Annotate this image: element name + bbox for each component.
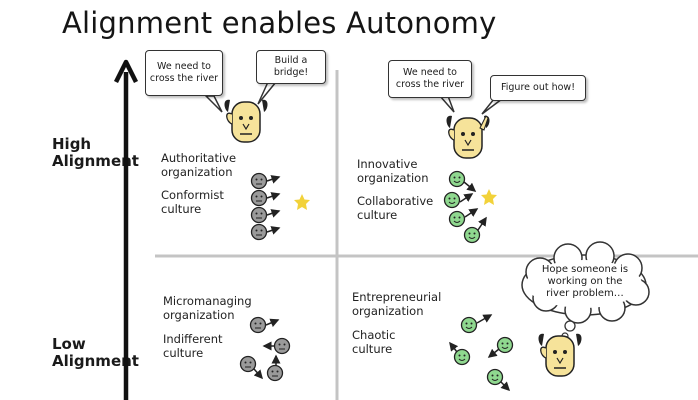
- bubble-tail-tl-2: [257, 81, 278, 105]
- top-right-org-label: Innovative organization: [357, 157, 429, 185]
- green-face-group-bottom-right: [449, 314, 514, 392]
- low-alignment-label: Low Alignment: [52, 335, 139, 370]
- boss-head-top-left: [224, 99, 268, 143]
- star-icon-top-right: [481, 189, 497, 205]
- high-alignment-label: High Alignment: [52, 135, 139, 170]
- bubble-tail-tr-1: [438, 95, 455, 113]
- speech-bubble-cross-river-top-right: We need to cross the river: [388, 60, 472, 98]
- speech-bubble-build-bridge: Build a bridge!: [256, 50, 326, 84]
- bottom-right-culture-label: Chaotic culture: [352, 328, 396, 356]
- diagram-title: Alignment enables Autonomy: [62, 6, 497, 40]
- speech-bubble-cross-river-top-left: We need to cross the river: [145, 50, 223, 96]
- bubble-tail-tr-2: [481, 98, 505, 115]
- bubble-tail-tl-1: [204, 95, 223, 113]
- bottom-right-org-label: Entrepreneurial organization: [352, 290, 442, 318]
- boss-head-top-right: [446, 115, 490, 159]
- star-icon-top-left: [294, 194, 310, 210]
- grey-face-group-bottom-left: [239, 316, 291, 382]
- pointing-hand-icon: [479, 115, 489, 131]
- green-face-group-top-right: [443, 170, 487, 244]
- boss-head-bottom-right: [538, 333, 582, 377]
- top-left-culture-label: Conformist culture: [161, 188, 224, 216]
- thought-cloud: [521, 241, 650, 340]
- thought-cloud-text: Hope someone is working on the river pro…: [541, 264, 629, 299]
- grey-face-group-top-left: [250, 172, 281, 241]
- speech-bubble-figure-out: Figure out how!: [490, 75, 586, 101]
- alignment-axis-arrow: [113, 59, 139, 400]
- top-right-culture-label: Collaborative culture: [357, 194, 434, 222]
- top-left-org-label: Authoritative organization: [161, 151, 237, 179]
- bottom-left-org-label: Micromanaging organization: [163, 294, 252, 322]
- bottom-left-culture-label: Indifferent culture: [163, 332, 223, 360]
